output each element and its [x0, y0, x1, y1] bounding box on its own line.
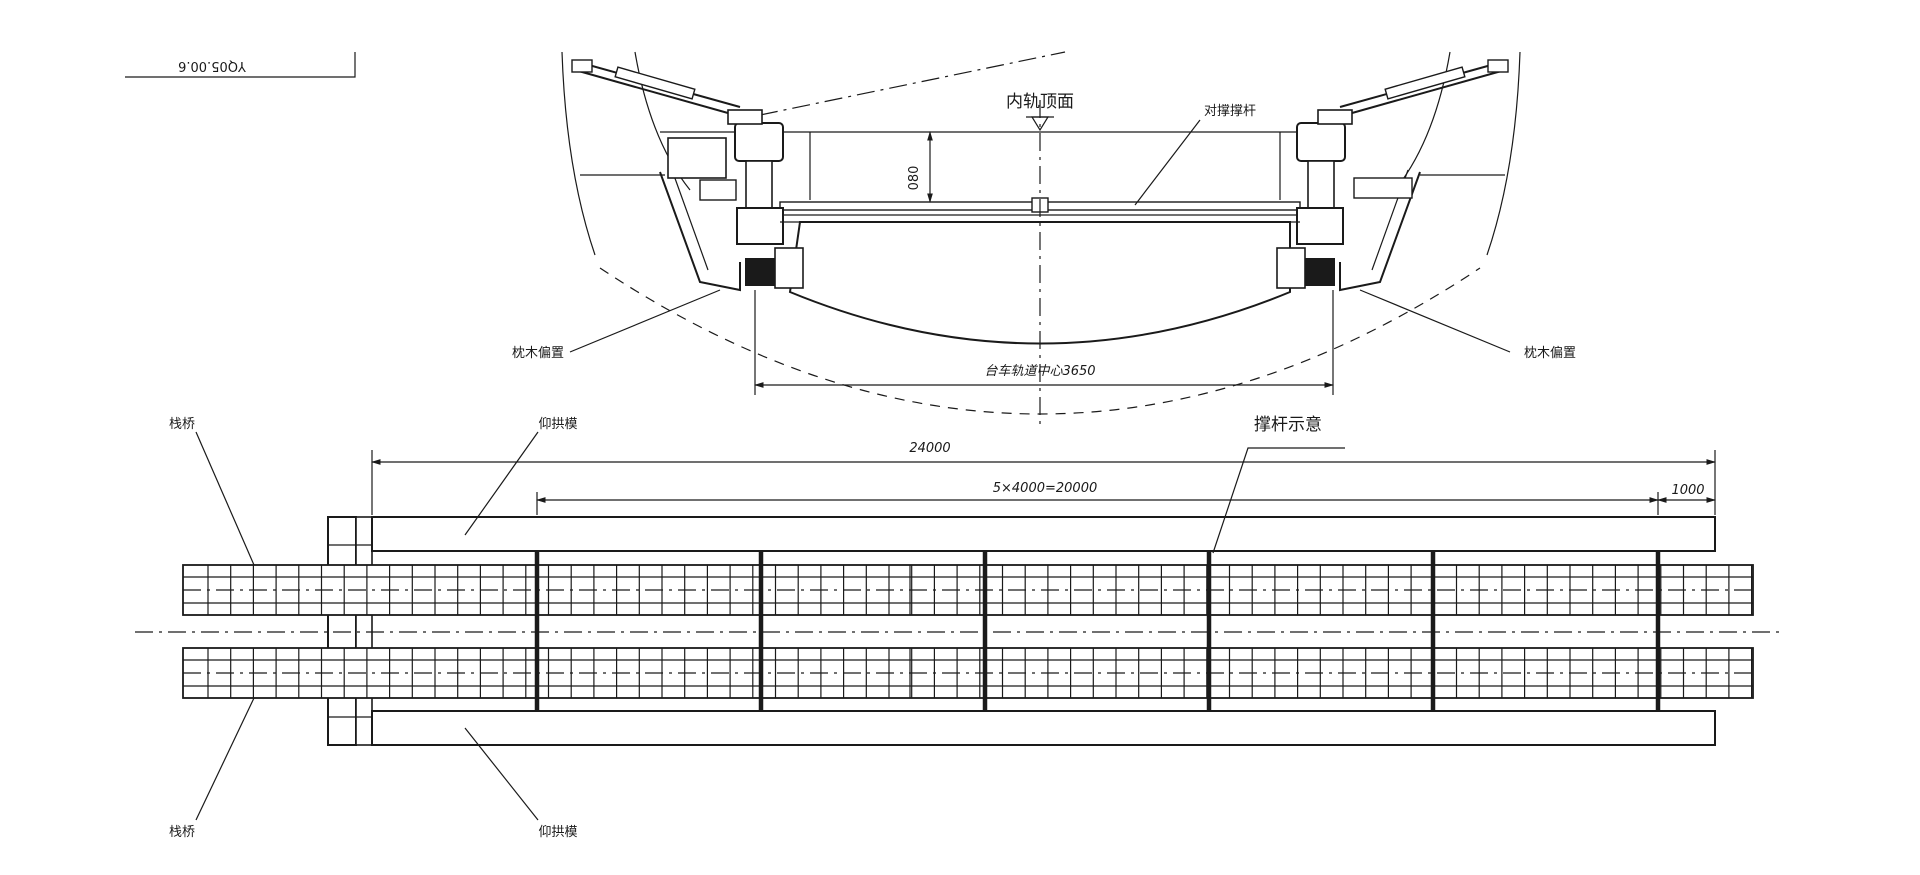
invert-gravel: [788, 221, 1291, 345]
dim-spacing-label: 5×4000=20000: [993, 481, 1098, 496]
vertical-dimension: 080: [907, 131, 933, 203]
rail-track-upper: [182, 564, 1754, 616]
end-frame: [327, 516, 357, 746]
sleeper-left-label: 枕木偏置: [512, 346, 564, 361]
cross-section-view: 内轨顶面 080 对撑撑杆: [512, 51, 1576, 430]
rail-ties: [207, 565, 1753, 698]
tunnel-wall-right: [1486, 51, 1521, 256]
rail-bottom-label-plan: 栈桥: [169, 825, 195, 840]
rail-top-label: 内轨顶面: [1006, 92, 1074, 112]
left-mechanism: [571, 59, 810, 292]
dim-end: 1000: [1657, 483, 1716, 503]
sleeper-right-label: 枕木偏置: [1524, 346, 1576, 361]
rail-top-marker: [1030, 116, 1050, 132]
drawing-number: YQ05.00.6: [178, 58, 247, 73]
invert-form-top: [371, 516, 1716, 552]
form-top-label: 仰拱模: [538, 417, 577, 432]
rail-track-lower: [182, 647, 1754, 699]
strut-label: 撑杆示意: [1254, 415, 1322, 435]
brace-label: 对撑撑杆: [1204, 104, 1256, 119]
rail-top-label-plan: 栈桥: [169, 417, 195, 432]
form-bottom-label: 仰拱模: [538, 825, 577, 840]
dim-end-label: 1000: [1671, 483, 1704, 498]
trolley-center-label: 台车轨道中心3650: [984, 364, 1095, 379]
dim-total: 24000: [371, 441, 1716, 515]
right-mechanism: [1270, 59, 1509, 292]
tunnel-wall-left: [561, 51, 596, 256]
trolley-center-dimension: 台车轨道中心3650: [754, 290, 1334, 395]
dim-spacing: 5×4000=20000: [536, 481, 1659, 515]
vertical-dim-label: 080: [907, 166, 922, 191]
struts: [534, 551, 1661, 711]
plan-view: 24000 5×4000=20000 1000: [135, 415, 1780, 840]
invert-form-bottom: [371, 710, 1716, 746]
title-block: YQ05.00.6: [125, 52, 356, 78]
dim-total-label: 24000: [909, 441, 950, 456]
